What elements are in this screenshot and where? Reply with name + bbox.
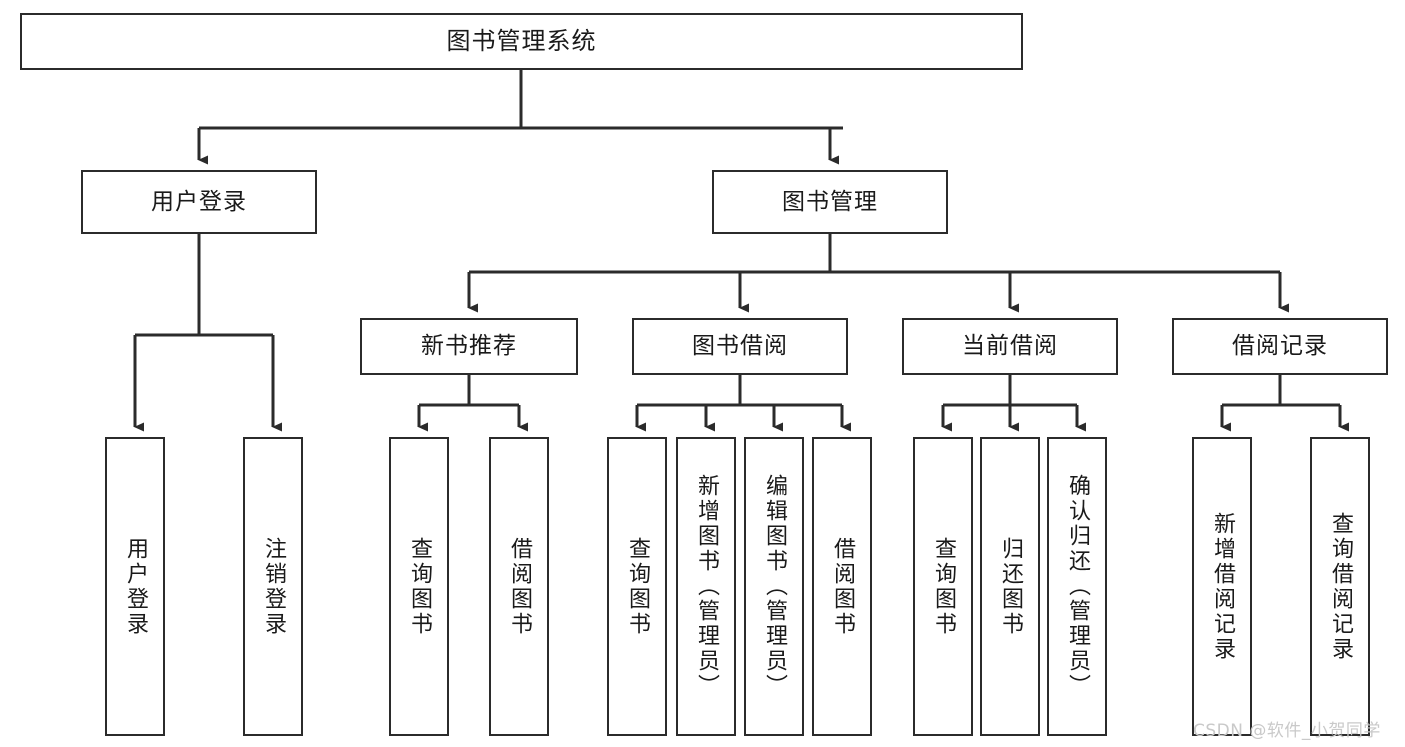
node-label: 图书管理系统 — [446, 26, 597, 55]
node-label: 用户登录 — [151, 188, 247, 215]
node-label: 编辑图书（管理员） — [762, 474, 787, 699]
node-label: 查询图书 — [625, 536, 650, 637]
csdn-watermark: CSDN @软件_小贺同学 — [1193, 721, 1381, 741]
node-label: 借阅图书 — [507, 536, 532, 637]
node-label: 图书借阅 — [692, 333, 788, 360]
node-leaf-edit-book-admin[interactable]: 编辑图书（管理员） — [744, 437, 804, 736]
node-leaf-query-book-1[interactable]: 查询图书 — [389, 437, 449, 736]
node-label: 图书管理 — [782, 188, 878, 215]
node-label: 确认归还（管理员） — [1065, 474, 1090, 699]
node-borrow-record[interactable]: 借阅记录 — [1172, 318, 1388, 375]
node-leaf-add-book-admin[interactable]: 新增图书（管理员） — [676, 437, 736, 736]
node-leaf-logout-login[interactable]: 注销登录 — [243, 437, 303, 736]
node-label: 查询图书 — [931, 536, 956, 637]
node-book-management[interactable]: 图书管理 — [712, 170, 948, 234]
node-label: 新书推荐 — [421, 333, 517, 360]
node-current-borrow[interactable]: 当前借阅 — [902, 318, 1118, 375]
node-leaf-borrow-book-1[interactable]: 借阅图书 — [489, 437, 549, 736]
node-label: 当前借阅 — [962, 333, 1058, 360]
node-label: 查询图书 — [407, 536, 432, 637]
node-leaf-confirm-return-admin[interactable]: 确认归还（管理员） — [1047, 437, 1107, 736]
node-label: 归还图书 — [998, 536, 1023, 637]
node-label: 借阅图书 — [830, 536, 855, 637]
node-leaf-query-book-3[interactable]: 查询图书 — [913, 437, 973, 736]
node-label: 注销登录 — [261, 536, 286, 637]
node-label: 用户登录 — [123, 536, 148, 637]
node-label: 新增图书（管理员） — [694, 474, 719, 699]
node-user-login[interactable]: 用户登录 — [81, 170, 317, 234]
node-leaf-borrow-book-2[interactable]: 借阅图书 — [812, 437, 872, 736]
node-label: 借阅记录 — [1232, 333, 1328, 360]
node-label: 新增借阅记录 — [1210, 511, 1235, 662]
node-root-book-management-system[interactable]: 图书管理系统 — [20, 13, 1023, 70]
node-leaf-query-book-2[interactable]: 查询图书 — [607, 437, 667, 736]
node-leaf-user-login[interactable]: 用户登录 — [105, 437, 165, 736]
node-leaf-return-book[interactable]: 归还图书 — [980, 437, 1040, 736]
node-new-book-recommend[interactable]: 新书推荐 — [360, 318, 578, 375]
node-leaf-add-borrow-record[interactable]: 新增借阅记录 — [1192, 437, 1252, 736]
node-book-borrow[interactable]: 图书借阅 — [632, 318, 848, 375]
node-label: 查询借阅记录 — [1328, 511, 1353, 662]
node-leaf-query-borrow-record[interactable]: 查询借阅记录 — [1310, 437, 1370, 736]
